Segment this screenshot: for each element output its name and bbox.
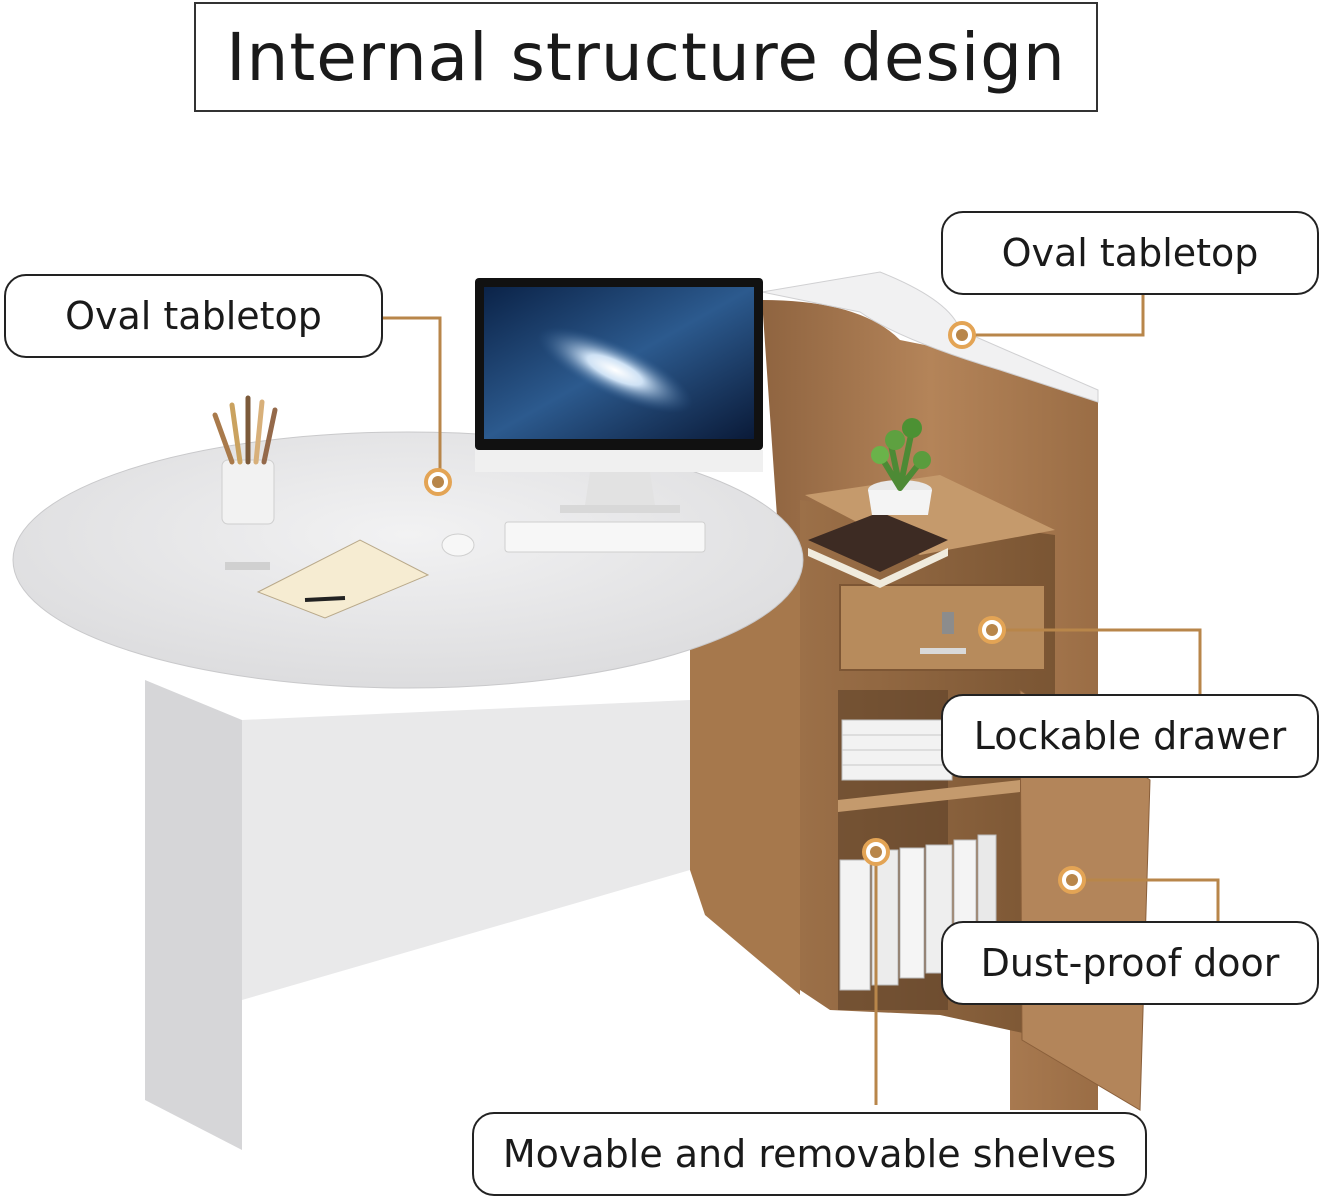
callout-dust-proof-door: Dust-proof door — [941, 921, 1319, 1005]
desk — [12, 395, 804, 1150]
callout-lockable-drawer: Lockable drawer — [941, 694, 1319, 778]
leader-line-left-tabletop — [383, 316, 442, 482]
page-title: Internal structure design — [194, 2, 1098, 112]
cabinet-tabletop — [761, 271, 1099, 403]
monitor — [475, 278, 763, 513]
markers — [424, 321, 1086, 894]
leader-line-door — [1072, 878, 1220, 921]
callout-movable-shelves: Movable and removable shelves — [472, 1112, 1147, 1196]
callout-oval-tabletop-left: Oval tabletop — [4, 274, 383, 358]
shelf — [838, 780, 1020, 812]
leader-line-drawer — [992, 628, 1202, 694]
leader-line-right-tabletop — [962, 295, 1145, 337]
callout-oval-tabletop-right: Oval tabletop — [941, 211, 1319, 295]
